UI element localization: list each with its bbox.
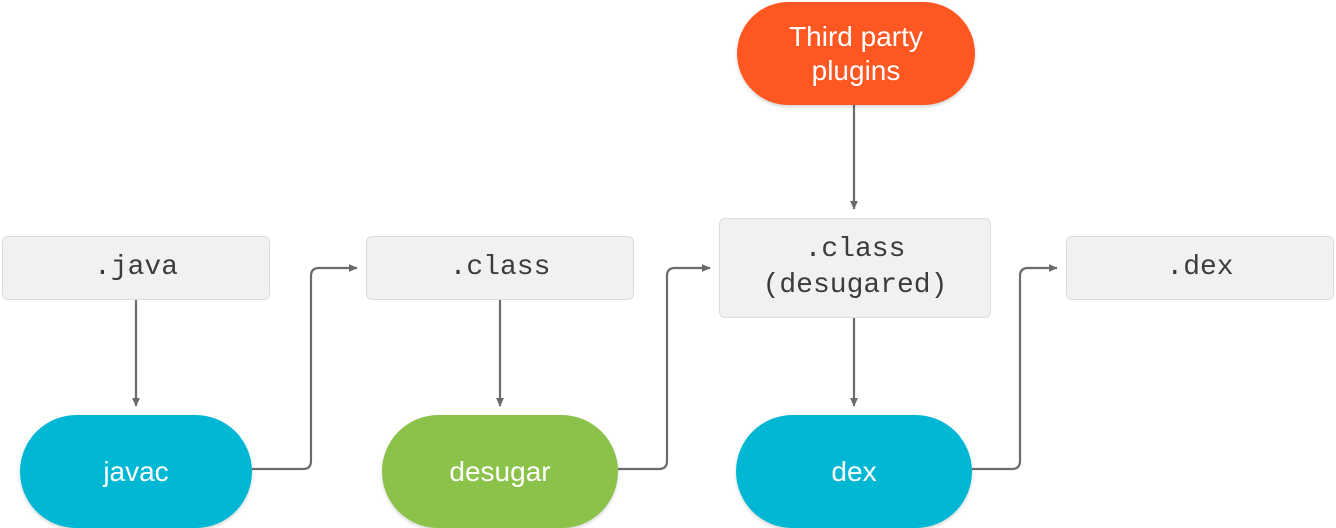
artifact-box-class-desugared: .class (desugared)	[719, 218, 991, 318]
artifact-box-dex: .dex	[1066, 236, 1334, 300]
process-node-desugar: desugar	[382, 415, 618, 528]
artifact-box-java: .java	[2, 236, 270, 300]
process-node-dex: dex	[736, 415, 972, 528]
process-node-javac: javac	[20, 415, 252, 528]
artifact-box-class: .class	[366, 236, 634, 300]
process-node-third-party-plugins: Third party plugins	[737, 2, 975, 105]
